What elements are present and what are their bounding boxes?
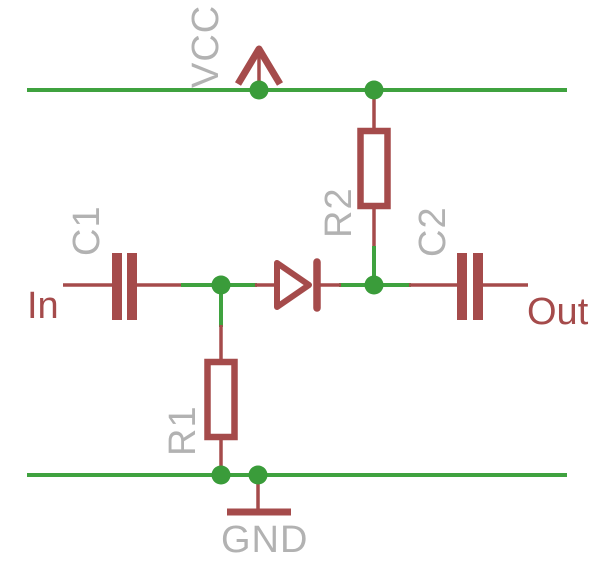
junction-dot-gnd-symbol [248,465,268,485]
label-c1: C1 [66,205,108,256]
vcc-arrow-icon [234,45,284,86]
junction-dot-node-b [364,275,384,295]
c2-plate-left [457,253,467,320]
junction-dot-vcc-symbol [249,80,269,100]
label-gnd: GND [221,519,308,561]
resistor-r1 [204,285,238,475]
c2-plate-right [473,253,483,320]
r2-body [357,127,391,210]
r1-body [204,358,238,441]
label-r1: R1 [162,405,204,456]
c1-plate-left [112,253,122,320]
capacitor-c1 [63,253,183,320]
label-vcc: VCC [185,5,227,88]
label-r2: R2 [318,187,360,238]
junction-dot-gnd-r1 [211,465,231,485]
label-c2: C2 [412,206,454,257]
capacitor-c2 [409,253,528,320]
diode-triangle-icon [274,260,312,310]
c1-plate-right [127,253,137,320]
junction-dot-node-a [211,275,231,295]
junction-dot-vcc-r2 [364,80,384,100]
label-out: Out [527,291,589,333]
diode-d1 [255,258,341,312]
label-in: In [27,285,59,327]
